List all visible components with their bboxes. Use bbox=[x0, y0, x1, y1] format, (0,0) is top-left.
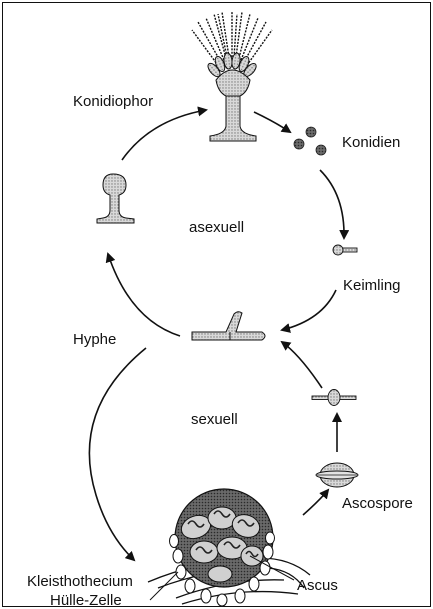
arrow-spore-to-hyphe bbox=[282, 342, 322, 388]
arrow-kleistothecium-to-ascospore bbox=[303, 490, 328, 515]
arrow-keimling-to-hyphe bbox=[282, 290, 336, 330]
arrow-konidien-to-keimling bbox=[320, 170, 344, 238]
germinating-ascospore-illustration bbox=[312, 390, 356, 406]
label-sexuell: sexuell bbox=[191, 411, 238, 428]
arrow-hyphe-to-kleistothecium bbox=[89, 348, 146, 560]
arrow-left-to-konidiophor bbox=[122, 110, 206, 160]
hyphe-illustration bbox=[192, 312, 265, 340]
konidiophor-illustration bbox=[192, 12, 272, 141]
arrow-hyphe-to-stalk bbox=[108, 254, 180, 336]
label-asexuell: asexuell bbox=[189, 219, 244, 236]
keimling-illustration bbox=[333, 245, 357, 255]
ascospore-illustration bbox=[316, 463, 358, 487]
arrow-konidiophor-to-konidien bbox=[254, 112, 290, 132]
kleistothecium-illustration bbox=[148, 489, 310, 606]
label-huelle-zelle: Hülle-Zelle bbox=[50, 592, 122, 609]
label-konidiophor: Konidiophor bbox=[73, 93, 153, 110]
label-ascus: Ascus bbox=[297, 577, 338, 594]
label-keimling: Keimling bbox=[343, 277, 401, 294]
label-konidien: Konidien bbox=[342, 134, 400, 151]
label-kleistothecium: Kleisthothecium bbox=[27, 573, 133, 590]
label-ascospore: Ascospore bbox=[342, 495, 413, 512]
konidien-illustration bbox=[294, 127, 326, 155]
label-hyphe: Hyphe bbox=[73, 331, 116, 348]
conidiophore-stalk bbox=[210, 96, 256, 141]
young-conidiophore-illustration bbox=[97, 174, 134, 223]
